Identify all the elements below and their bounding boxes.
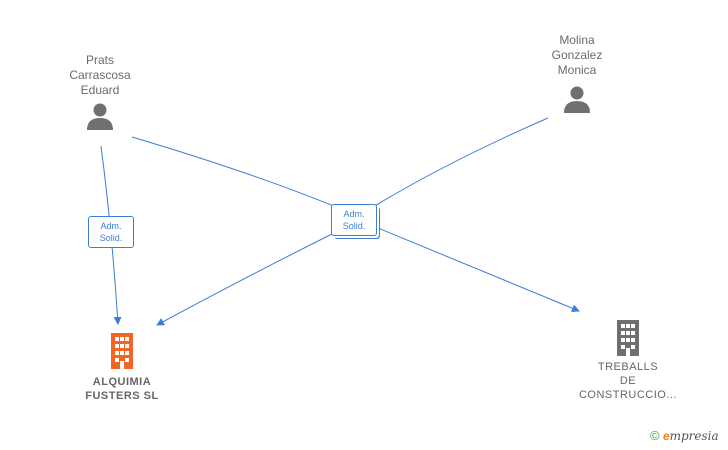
- brand-name: mpresia: [669, 429, 719, 443]
- person-icon: [87, 103, 113, 130]
- edge-center-alquimia: [156, 231, 337, 326]
- person-name[interactable]: Molina Gonzalez Monica: [551, 33, 603, 77]
- copyright-symbol: ©: [650, 428, 660, 443]
- company-name[interactable]: ALQUIMIA FUSTERS SL: [85, 376, 159, 402]
- person-node-molina[interactable]: Molina Gonzalez Monica: [525, 33, 629, 114]
- empresia-watermark: © empresia: [650, 428, 719, 443]
- company-node-treballs[interactable]: TREBALLS DE CONSTRUCCIO...: [570, 320, 686, 402]
- building-icon: [111, 333, 133, 369]
- relation-badge-center[interactable]: Adm. Solid.: [331, 204, 377, 236]
- company-node-alquimia[interactable]: ALQUIMIA FUSTERS SL: [64, 333, 180, 403]
- person-node-prats[interactable]: Prats Carrascosa Eduard: [48, 53, 152, 131]
- building-icon: [617, 320, 639, 356]
- edge-molina-center: [359, 117, 549, 216]
- edge-prats-center: [131, 136, 349, 213]
- person-name[interactable]: Prats Carrascosa Eduard: [69, 53, 131, 97]
- person-icon: [564, 86, 590, 113]
- relation-badge-prats-alquimia[interactable]: Adm. Solid.: [88, 216, 134, 248]
- edge-center-treballs: [377, 227, 580, 313]
- brand-initial: e: [662, 429, 670, 443]
- company-name[interactable]: TREBALLS DE CONSTRUCCIO...: [578, 361, 678, 401]
